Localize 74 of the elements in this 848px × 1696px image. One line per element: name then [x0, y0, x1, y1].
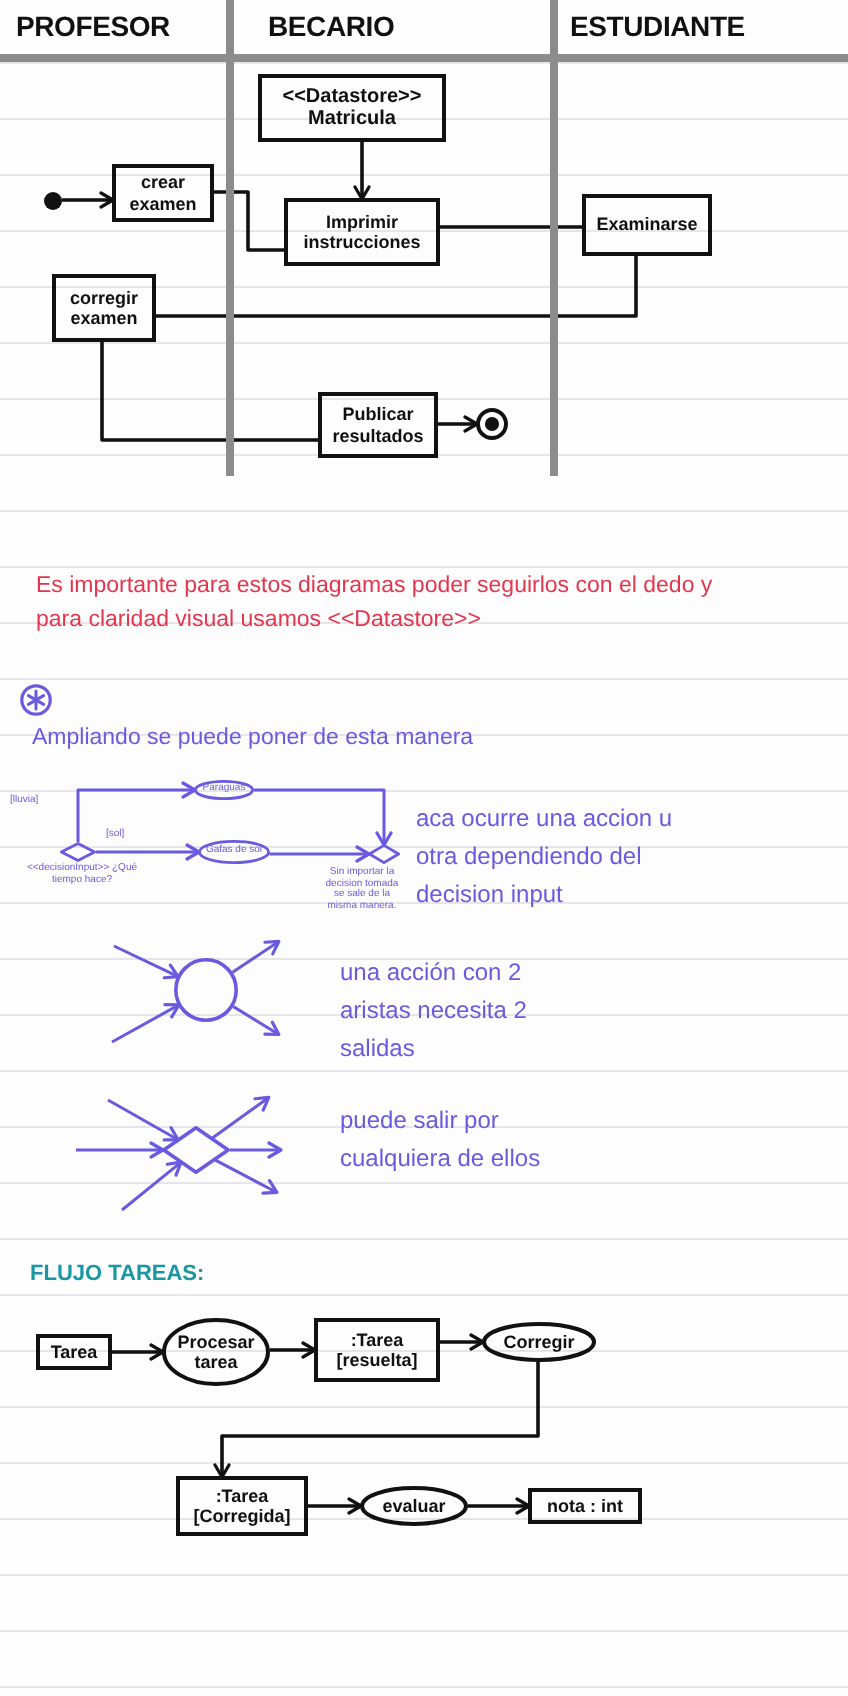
arrow [440, 1333, 485, 1351]
action-ellipse [360, 1486, 468, 1526]
end-bullseye-icon [476, 408, 508, 440]
arrow [62, 191, 115, 209]
lane-header: PROFESOR [16, 10, 170, 42]
decision-diamond [60, 842, 96, 862]
connector-line [156, 256, 638, 318]
action-box [112, 164, 214, 222]
arrow [214, 1158, 279, 1195]
swimlane [0, 0, 230, 476]
stereotype-label: <<Datastore>> [282, 85, 422, 108]
node-label: evaluar [382, 1495, 446, 1517]
action-box [52, 274, 156, 342]
node-label: Tarea [50, 1341, 98, 1363]
arrow [231, 939, 281, 974]
note-text: Es importante para estos diagramas poder seguirlos con el dedo y para claridad visual usamos <<Datastore>> [36, 572, 715, 636]
arrow [112, 1343, 165, 1361]
action-ellipse [198, 840, 270, 864]
action-box [582, 194, 712, 256]
start-dot-icon [44, 191, 62, 209]
action-ellipse [482, 1322, 596, 1362]
swimlane [230, 0, 554, 476]
arrow [254, 788, 393, 847]
action-ellipse [162, 1318, 270, 1386]
connector-line [214, 190, 284, 252]
object-box [314, 1318, 440, 1382]
arrow [76, 781, 197, 842]
arrow [468, 1497, 531, 1515]
arrow [107, 1098, 180, 1142]
decision-diamond [162, 1126, 230, 1174]
node-label: :Tarea [Corregida] [191, 1485, 293, 1527]
action-box [318, 392, 438, 458]
object-box [528, 1488, 642, 1524]
node-label: Publicar resultados [330, 404, 426, 446]
node-label: crear examen [127, 172, 199, 214]
lane-header: BECARIO [268, 10, 395, 42]
node-label: Corregir [503, 1331, 575, 1353]
node-label: Matricula [308, 108, 396, 131]
node-label: Examinarse [596, 214, 698, 236]
note-text: una acción con 2 aristas necesita 2 salidas [340, 956, 529, 1066]
node-label: Imprimir instrucciones [301, 211, 423, 253]
note-text: Ampliando se puede poner de esta manera [32, 724, 474, 754]
merge-diamond [368, 844, 400, 864]
arrow [211, 1095, 271, 1139]
arrow [121, 1160, 183, 1212]
connector-line [440, 225, 582, 229]
note-text: puede salir por cualquiera de ellos [340, 1104, 543, 1176]
arrow [269, 845, 371, 863]
arrow [96, 843, 201, 861]
node-label: Procesar tarea [175, 1331, 257, 1373]
swimlane [554, 0, 848, 476]
object-box [176, 1476, 308, 1536]
lane-header: ESTUDIANTE [570, 10, 745, 42]
datastore-box [258, 74, 446, 142]
action-box [284, 198, 440, 266]
note-text: aca ocurre una accion u otra dependiendo del decision input [416, 802, 675, 912]
node-label: :Tarea [resuelta] [334, 1329, 420, 1371]
arrow [308, 1497, 363, 1515]
node-label: nota : int [547, 1495, 623, 1517]
arrow [232, 1005, 281, 1037]
arrow [438, 415, 479, 433]
connector-line [100, 342, 318, 442]
section-heading: FLUJO TAREAS: [30, 1260, 205, 1288]
arrow [213, 1362, 540, 1479]
object-box [36, 1334, 112, 1370]
activity-circle [174, 958, 238, 1022]
arrow [111, 1003, 181, 1044]
node-label: corregir examen [67, 287, 140, 329]
arrow [76, 1141, 165, 1159]
arrow [113, 944, 180, 980]
arrow [270, 1341, 317, 1359]
action-ellipse [194, 780, 254, 800]
arrow [353, 142, 371, 201]
arrow [230, 1141, 283, 1159]
